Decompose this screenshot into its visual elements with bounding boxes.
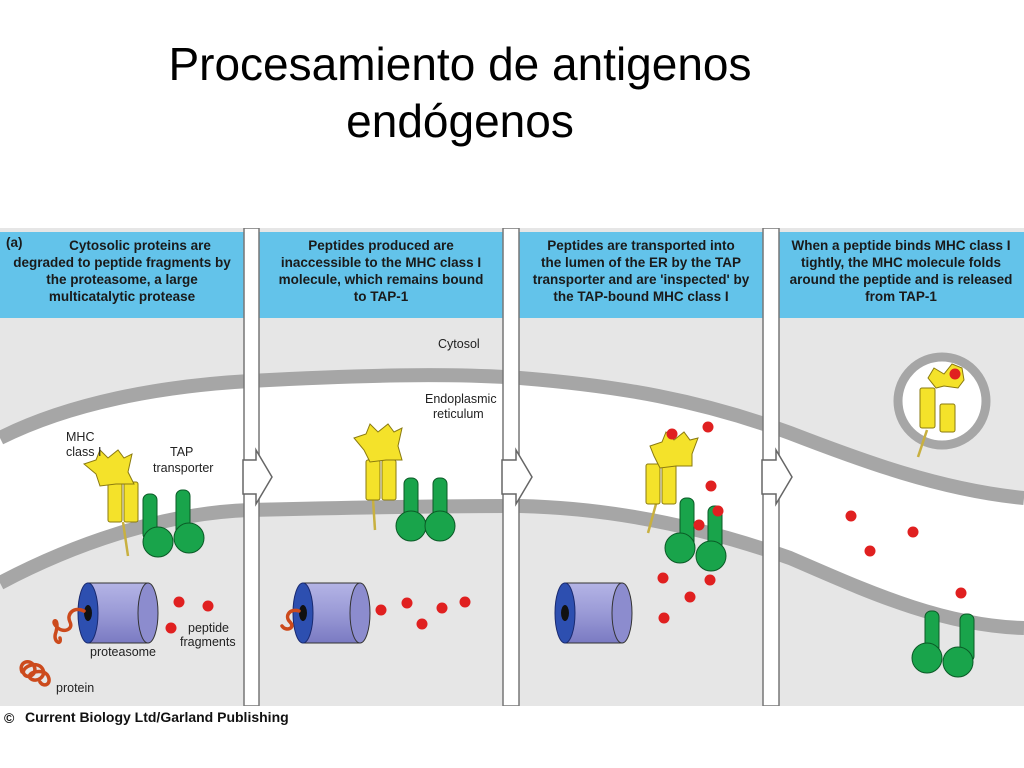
- step-arrow-2: [501, 447, 533, 507]
- caption-3-line-2: the lumen of the ER by the TAP: [541, 255, 741, 270]
- mhc-class-i-molecule-2: [353, 423, 403, 531]
- er-label-line-2: reticulum: [433, 407, 484, 421]
- caption-4-line-3: around the peptide and is released: [790, 272, 1013, 287]
- caption-1-line-1: Cytosolic proteins are: [69, 238, 211, 253]
- mhc-class-i-molecule: [82, 449, 139, 557]
- protein-label: protein: [56, 681, 94, 695]
- step-arrow-1: [242, 447, 273, 507]
- caption-4-line-2: tightly, the MHC molecule folds: [801, 255, 1001, 270]
- copyright-text: Current Biology Ltd/Garland Publishing: [25, 709, 289, 725]
- copyright-symbol: ©: [4, 710, 15, 726]
- caption-3-line-4: the TAP-bound MHC class I: [553, 289, 728, 304]
- protein-coil: [19, 660, 51, 687]
- tap-transporter-3: [664, 497, 727, 572]
- caption-box-3: [519, 232, 763, 318]
- caption-1: Cytosolic proteins are degraded to pepti…: [13, 238, 231, 304]
- proteasome: [77, 582, 159, 644]
- protein-strand: [52, 607, 86, 645]
- tap-label-line-2: transporter: [153, 461, 213, 475]
- vesicle: [893, 352, 991, 458]
- caption-1-line-2: degraded to peptide fragments by: [13, 255, 231, 270]
- er-membrane-upper: [0, 368, 1024, 505]
- proteasome-2: [292, 582, 371, 644]
- caption-2: Peptides produced are inaccessible to th…: [279, 238, 484, 304]
- caption-box-4: [779, 232, 1024, 318]
- tap-transporter-2: [395, 477, 456, 542]
- peptides-4: [845, 510, 967, 599]
- caption-1-line-3: the proteasome, a large: [46, 272, 198, 287]
- er-membrane-lower: [0, 498, 1024, 635]
- panel-tag: (a): [6, 235, 23, 250]
- proteasome-3: [554, 582, 633, 644]
- copyright-strip: [0, 706, 1024, 736]
- mhc-label-line-2: class I: [66, 445, 101, 459]
- peptide-fragments-label-line-2: fragments: [180, 635, 236, 649]
- peptides-3: [657, 421, 724, 624]
- tap-transporter-4: [911, 610, 975, 678]
- er-label-line-1: Endoplasmic: [425, 392, 497, 406]
- caption-1-line-4: multicatalytic protease: [49, 289, 196, 304]
- title-line-2: endógenos: [346, 95, 574, 147]
- caption-3: Peptides are transported into the lumen …: [533, 238, 750, 304]
- step-arrow-3: [761, 447, 793, 507]
- antigen-processing-figure: (a) Cytosolic proteins are degraded to p…: [0, 228, 1024, 736]
- caption-4-line-4: from TAP-1: [865, 289, 937, 304]
- proteasome-label: proteasome: [90, 645, 156, 659]
- caption-2-line-4: to TAP-1: [354, 289, 409, 304]
- caption-box-2: [259, 232, 503, 318]
- caption-3-line-3: transporter and are 'inspected' by: [533, 272, 750, 287]
- tap-label-line-1: TAP: [170, 445, 193, 459]
- caption-3-line-1: Peptides are transported into: [547, 238, 735, 253]
- title-line-1: Procesamiento de antigenos: [168, 38, 752, 90]
- caption-2-line-2: inaccessible to the MHC class I: [281, 255, 481, 270]
- peptide-fragments-label-line-1: peptide: [188, 621, 229, 635]
- slide-title: Procesamiento de antigenos endógenos: [0, 36, 920, 150]
- caption-2-line-3: molecule, which remains bound: [279, 272, 484, 287]
- caption-4: When a peptide binds MHC class I tightly…: [790, 238, 1013, 304]
- peptide-fragments-2: [375, 596, 471, 630]
- caption-box-1: [0, 232, 244, 318]
- peptide-fragments-1: [165, 596, 214, 634]
- mhc-label-line-1: MHC: [66, 430, 94, 444]
- protein-strand-2: [280, 608, 301, 631]
- mhc-class-i-molecule-3: [645, 431, 699, 534]
- caption-2-line-1: Peptides produced are: [308, 238, 454, 253]
- tap-transporter: [142, 489, 205, 558]
- caption-4-line-1: When a peptide binds MHC class I: [791, 238, 1010, 253]
- cytosol-label: Cytosol: [438, 337, 480, 351]
